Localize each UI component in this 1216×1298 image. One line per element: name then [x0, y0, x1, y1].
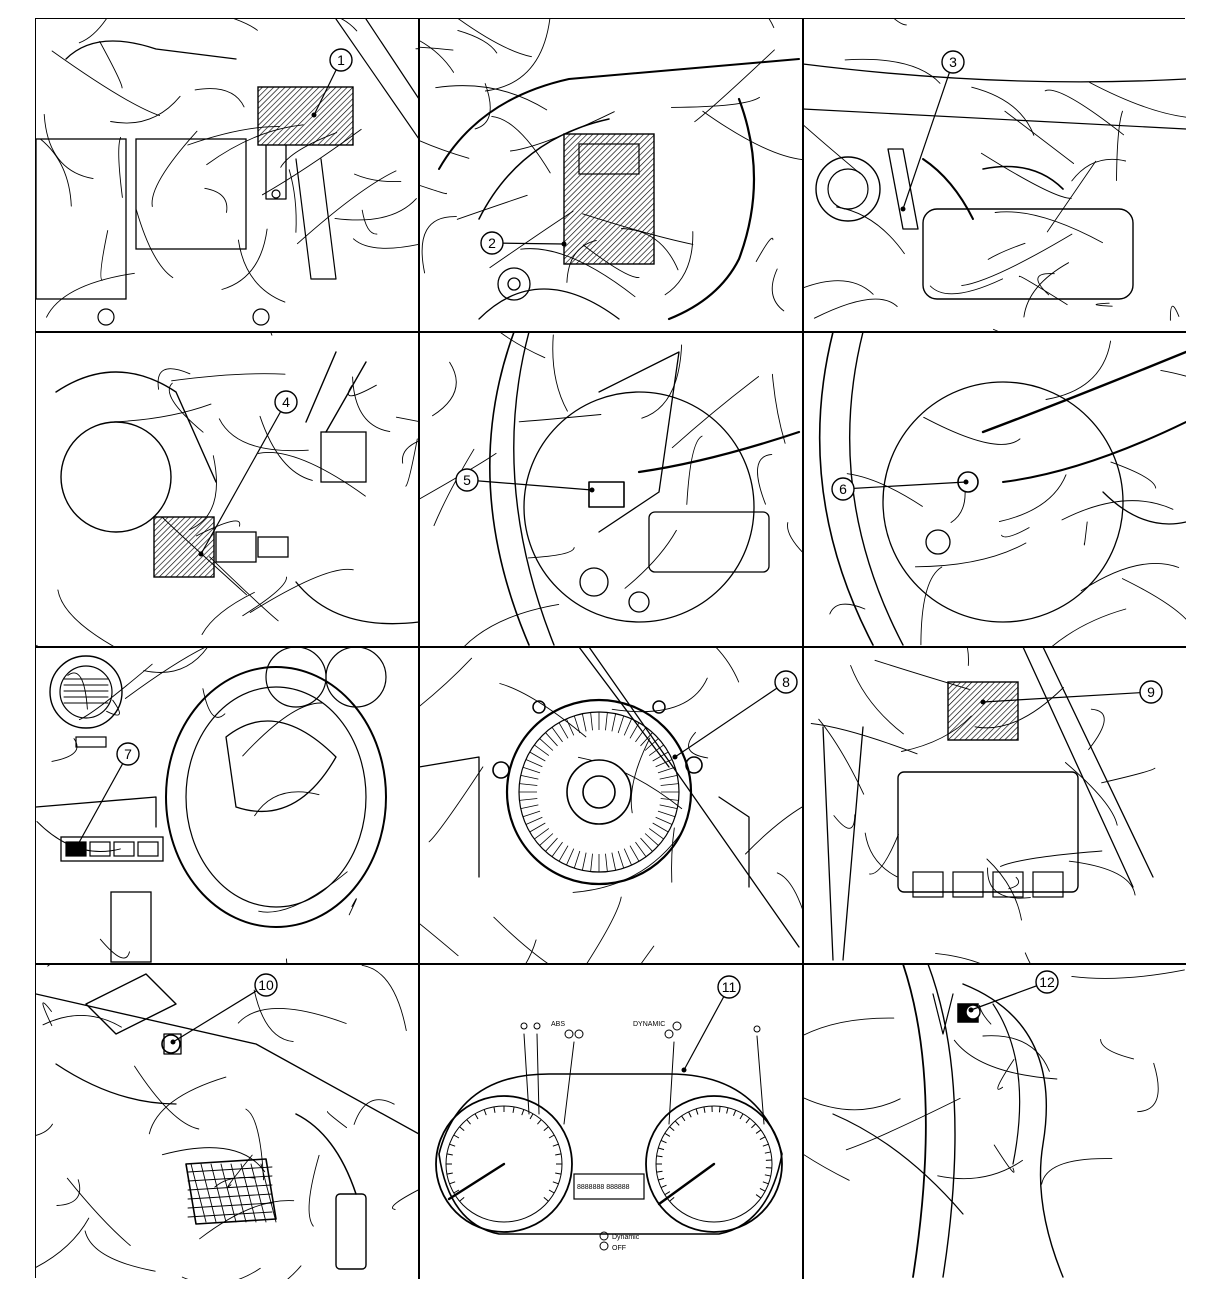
panel-1: 1 [36, 19, 419, 332]
component-4-connector [153, 516, 289, 578]
component-8-unit [492, 698, 703, 886]
legend-dynamic: Dynamic [612, 1234, 640, 1241]
panel-4-illustration: 4 [36, 332, 419, 647]
component-12-switch [957, 1003, 981, 1023]
component-3-unit [887, 148, 974, 230]
callout-6: 6 [831, 477, 969, 501]
callout-2: 2 [480, 231, 567, 255]
panel-5: 5 [419, 332, 803, 647]
callout-8: 8 [672, 670, 798, 760]
component-5-sensor [588, 481, 625, 508]
panel-3: 3 [803, 19, 1186, 332]
panel-4: 4 [36, 332, 419, 647]
panel-6: 6 [803, 332, 1186, 647]
callout-number: 4 [282, 394, 290, 410]
callout-number: 5 [463, 472, 471, 488]
panel-2-illustration: 2 [419, 19, 803, 321]
component-10-switch [161, 1033, 182, 1055]
callout-number: 11 [722, 979, 737, 995]
callout-1: 1 [311, 48, 353, 118]
grid-divider-vertical [802, 19, 804, 1279]
panel-1-illustration: 1 [36, 19, 419, 326]
brake-pedal-pad [185, 1158, 277, 1225]
panel-9-illustration: 9 [810, 647, 1163, 964]
panel-12-illustration: 12 [803, 964, 1185, 1278]
panel-5-illustration: 5 [419, 332, 803, 647]
component-2-unit [563, 133, 655, 265]
component-9-unit [947, 681, 1019, 741]
callout-number: 7 [124, 746, 132, 762]
panel-10-illustration: 10 [36, 964, 419, 1279]
legend-off: OFF [612, 1245, 626, 1252]
meter-display: 8888888 888888 [577, 1184, 630, 1191]
panel-8: 8 [419, 647, 803, 964]
component-1-unit [257, 86, 354, 200]
callout-number: 10 [258, 977, 274, 993]
callout-12: 12 [968, 970, 1059, 1013]
panel-8-illustration: 8 [419, 647, 803, 964]
panel-2: 2 [419, 19, 803, 332]
grid-divider-vertical [418, 19, 420, 1279]
callout-9: 9 [980, 680, 1163, 705]
callout-number: 9 [1147, 684, 1155, 700]
callout-number: 6 [839, 481, 847, 497]
panel-10: 10 [36, 964, 419, 1279]
panel-7: 7 [36, 647, 419, 964]
callout-number: 8 [782, 674, 790, 690]
callout-4: 4 [198, 390, 298, 557]
vdc-warning-label: DYNAMIC [633, 1021, 665, 1028]
panel-6-illustration: 6 [818, 332, 1186, 647]
panel-3-illustration: 3 [803, 19, 1186, 332]
grid-divider-horizontal [36, 331, 1186, 333]
panel-12: 12 [803, 964, 1186, 1279]
callout-7: 7 [73, 742, 140, 851]
grid-divider-horizontal [36, 963, 1186, 965]
callout-number: 12 [1039, 974, 1055, 990]
panel-9: 9 [803, 647, 1186, 964]
combination-meter: 8888888 888888 [435, 1073, 783, 1235]
abs-warning-label: ABS [551, 1021, 565, 1028]
callout-10: 10 [170, 973, 278, 1045]
callout-3: 3 [900, 50, 965, 212]
callout-number: 2 [488, 235, 496, 251]
callout-11: 11 [681, 975, 741, 1073]
callout-5: 5 [455, 468, 595, 493]
callout-number: 1 [337, 52, 345, 68]
panel-7-illustration: 7 [36, 647, 387, 964]
callout-number: 3 [949, 54, 957, 70]
grid-divider-horizontal [36, 646, 1186, 648]
